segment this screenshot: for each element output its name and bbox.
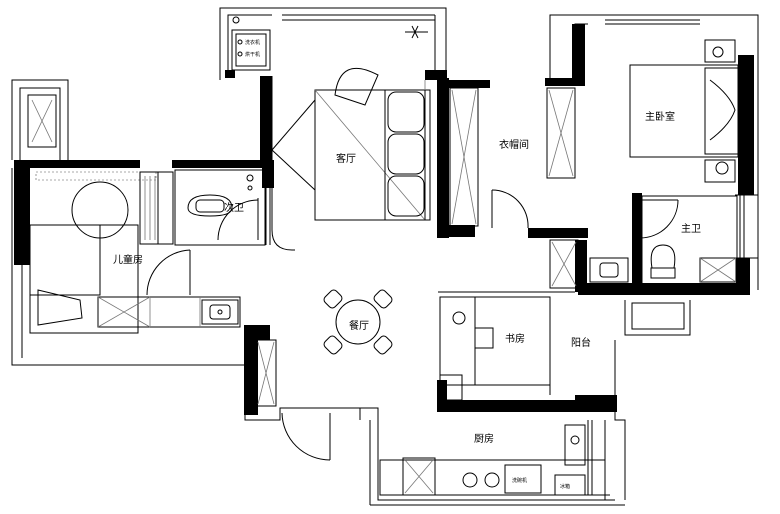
label-study: 书房 <box>505 332 525 345</box>
living-rug <box>314 89 426 221</box>
kitchen: 洗碗机 冰箱 <box>379 424 606 496</box>
master-bedroom <box>629 39 739 183</box>
sofa <box>384 89 431 221</box>
study <box>439 296 551 401</box>
label-dining: 餐厅 <box>349 319 369 332</box>
label-cloakroom: 衣帽间 <box>499 138 529 151</box>
label-balcony: 台 <box>581 336 591 349</box>
label-kitchen: 厨房 <box>474 432 494 445</box>
walls <box>14 24 754 415</box>
dishwasher-label: 洗碗机 <box>512 477 527 484</box>
label-kids-room: 儿童房 <box>113 253 143 266</box>
dining-table <box>335 299 381 345</box>
label-master-bath: 主卫 <box>681 223 701 235</box>
dryer-label: 烘干机 <box>245 51 260 58</box>
label-living: 客厅 <box>336 152 356 165</box>
washer-label: 洗衣机 <box>245 39 260 46</box>
lounge-chair <box>334 67 379 106</box>
master-bath <box>589 195 738 285</box>
fridge-label: 冰箱 <box>560 483 570 490</box>
toilet-2 <box>187 194 233 217</box>
label-master-bedroom: 主卧室 <box>645 110 675 123</box>
second-bath <box>174 169 266 246</box>
living-room <box>271 67 431 251</box>
room-labels: 客厅 衣帽间 主卧室 次卫 儿童房 主卫 餐厅 书房 阳 台 厨房 <box>113 110 701 445</box>
kids-room <box>27 94 241 334</box>
kids-bed <box>29 224 139 334</box>
windows <box>265 112 745 495</box>
dining-area <box>255 289 393 461</box>
master-bed <box>629 64 739 158</box>
laundry-area: 洗衣机 烘干机 <box>231 16 428 71</box>
toilet-master <box>650 244 676 269</box>
label-second-bath: 次卫 <box>224 201 244 214</box>
cloakroom <box>449 87 579 289</box>
label-balcony-prefix: 阳 <box>571 337 581 349</box>
